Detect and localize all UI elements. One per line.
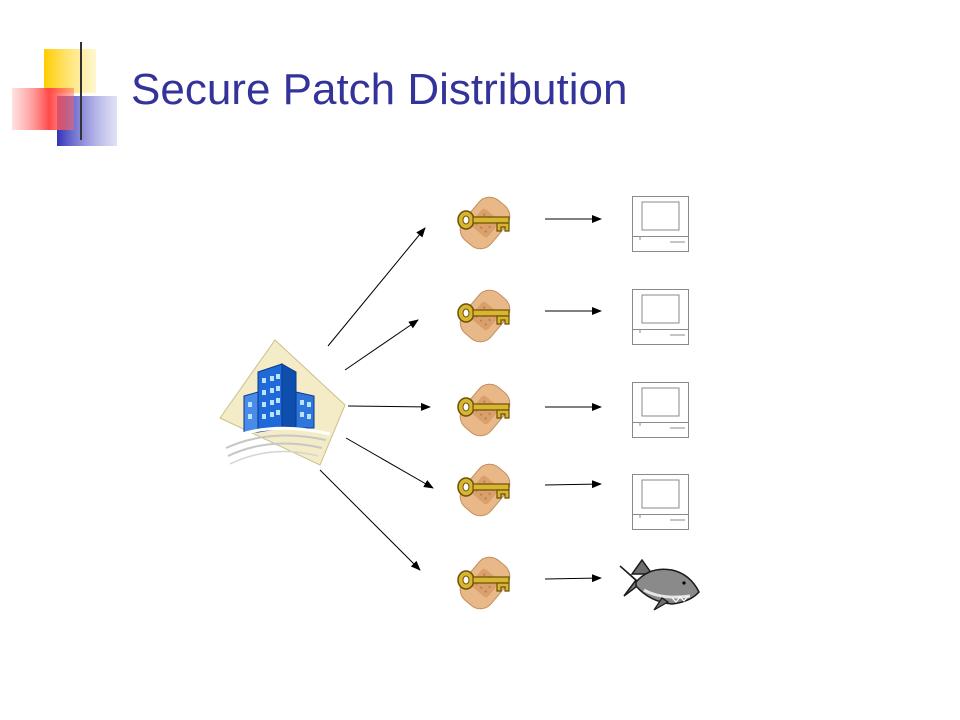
arrow-source-to-patch-2 — [344, 319, 419, 371]
patch-with-key-icon — [453, 377, 517, 443]
desktop-computer-icon — [632, 196, 689, 252]
logo-yellow-square — [44, 49, 96, 93]
desktop-computer-icon — [632, 382, 689, 438]
arrow-source-to-patch-1 — [327, 227, 426, 347]
desktop-computer-icon — [632, 289, 689, 345]
desktop-computer-icon — [632, 474, 689, 530]
arrow-patch-5-to-recipient — [544, 574, 602, 583]
office-building-icon — [219, 339, 346, 466]
slide-corner-logo — [12, 42, 880, 146]
arrow-patch-4-to-recipient — [544, 480, 602, 489]
patch-with-key-icon — [453, 550, 517, 616]
patch-with-key-icon — [453, 190, 517, 256]
arrow-source-to-patch-3 — [347, 402, 431, 411]
patch-with-key-icon — [453, 457, 517, 523]
arrow-source-to-patch-4 — [345, 437, 434, 489]
slide-title: Secure Patch Distribution — [131, 65, 628, 114]
patch-with-key-icon — [453, 283, 517, 349]
arrow-source-to-patch-5 — [319, 469, 421, 571]
shark-icon — [619, 558, 700, 611]
